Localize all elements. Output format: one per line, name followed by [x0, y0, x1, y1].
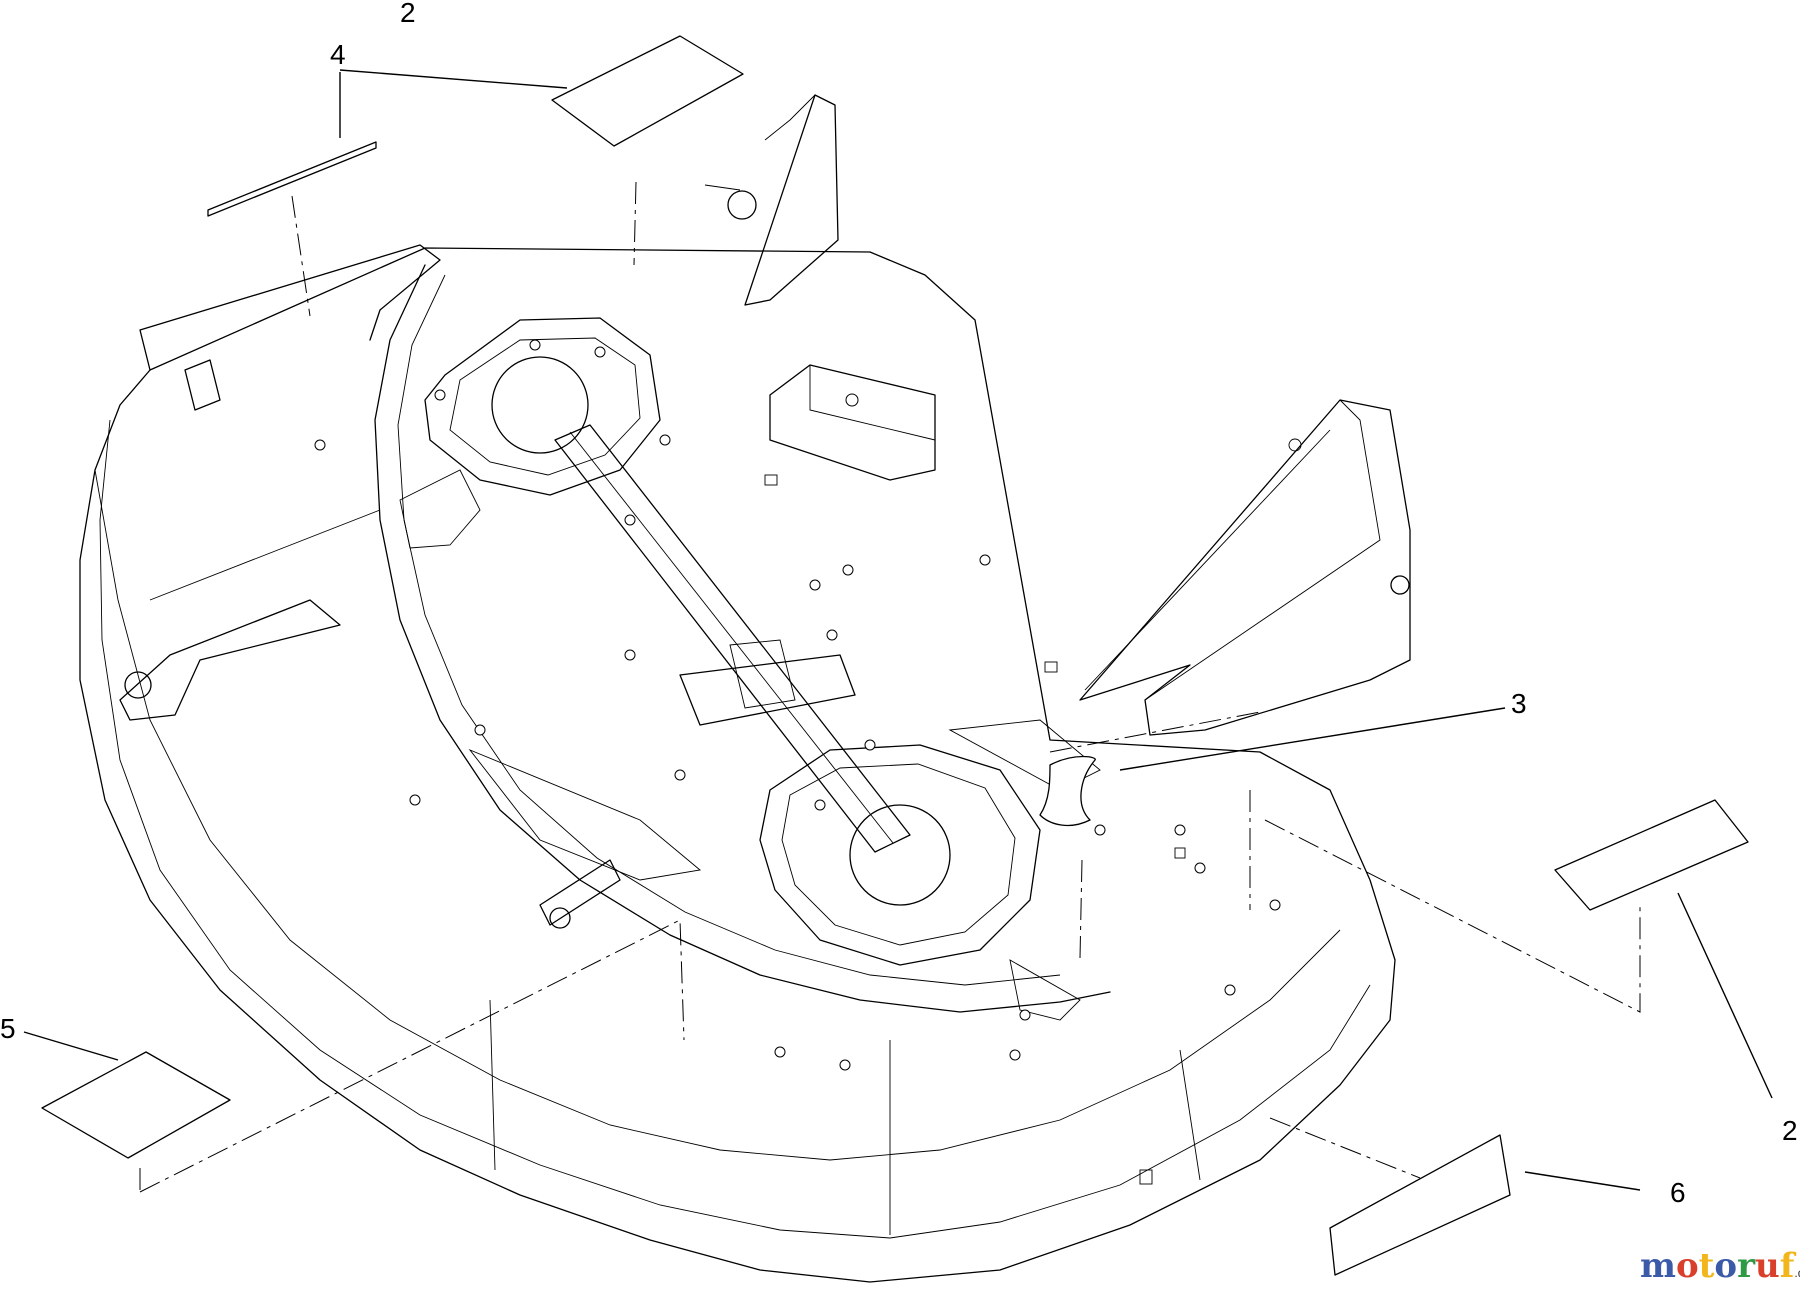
decal-6: [1329, 1134, 1511, 1276]
watermark-letter: u: [1755, 1246, 1780, 1286]
mounting-holes: [314, 339, 1281, 1071]
callout-2-top: 2: [400, 0, 416, 28]
watermark-letter: r: [1737, 1246, 1755, 1286]
watermark-letter: m: [1640, 1246, 1676, 1286]
decals: [41, 35, 1749, 1276]
decal-2-right: [1554, 799, 1749, 911]
callout-6: 6: [1670, 1177, 1686, 1208]
callout-2-right: 2: [1782, 1115, 1798, 1146]
callout-4: 4: [330, 39, 346, 70]
leader-lines: [23, 69, 1773, 1191]
callouts: 2 4 3 2 5 6: [0, 0, 1798, 1208]
callout-5: 5: [0, 1013, 16, 1044]
watermark-logo: motoruf.de: [1640, 1246, 1800, 1286]
decal-5: [41, 1051, 231, 1159]
watermark-letter: o: [1675, 1246, 1699, 1286]
deck-housing: [79, 244, 1396, 1283]
decal-4: [207, 141, 377, 217]
watermark-suffix: .de: [1794, 1266, 1800, 1280]
watermark-letter: o: [1714, 1246, 1738, 1286]
watermark-letter: f: [1779, 1246, 1795, 1286]
brackets: [119, 94, 1411, 929]
placement-lines: [139, 181, 1641, 1193]
deck-floor: [314, 317, 1281, 1185]
decal-3: [1039, 755, 1096, 827]
callout-3: 3: [1511, 688, 1527, 719]
watermark-letter: t: [1698, 1246, 1715, 1286]
decal-2-top: [551, 35, 744, 147]
